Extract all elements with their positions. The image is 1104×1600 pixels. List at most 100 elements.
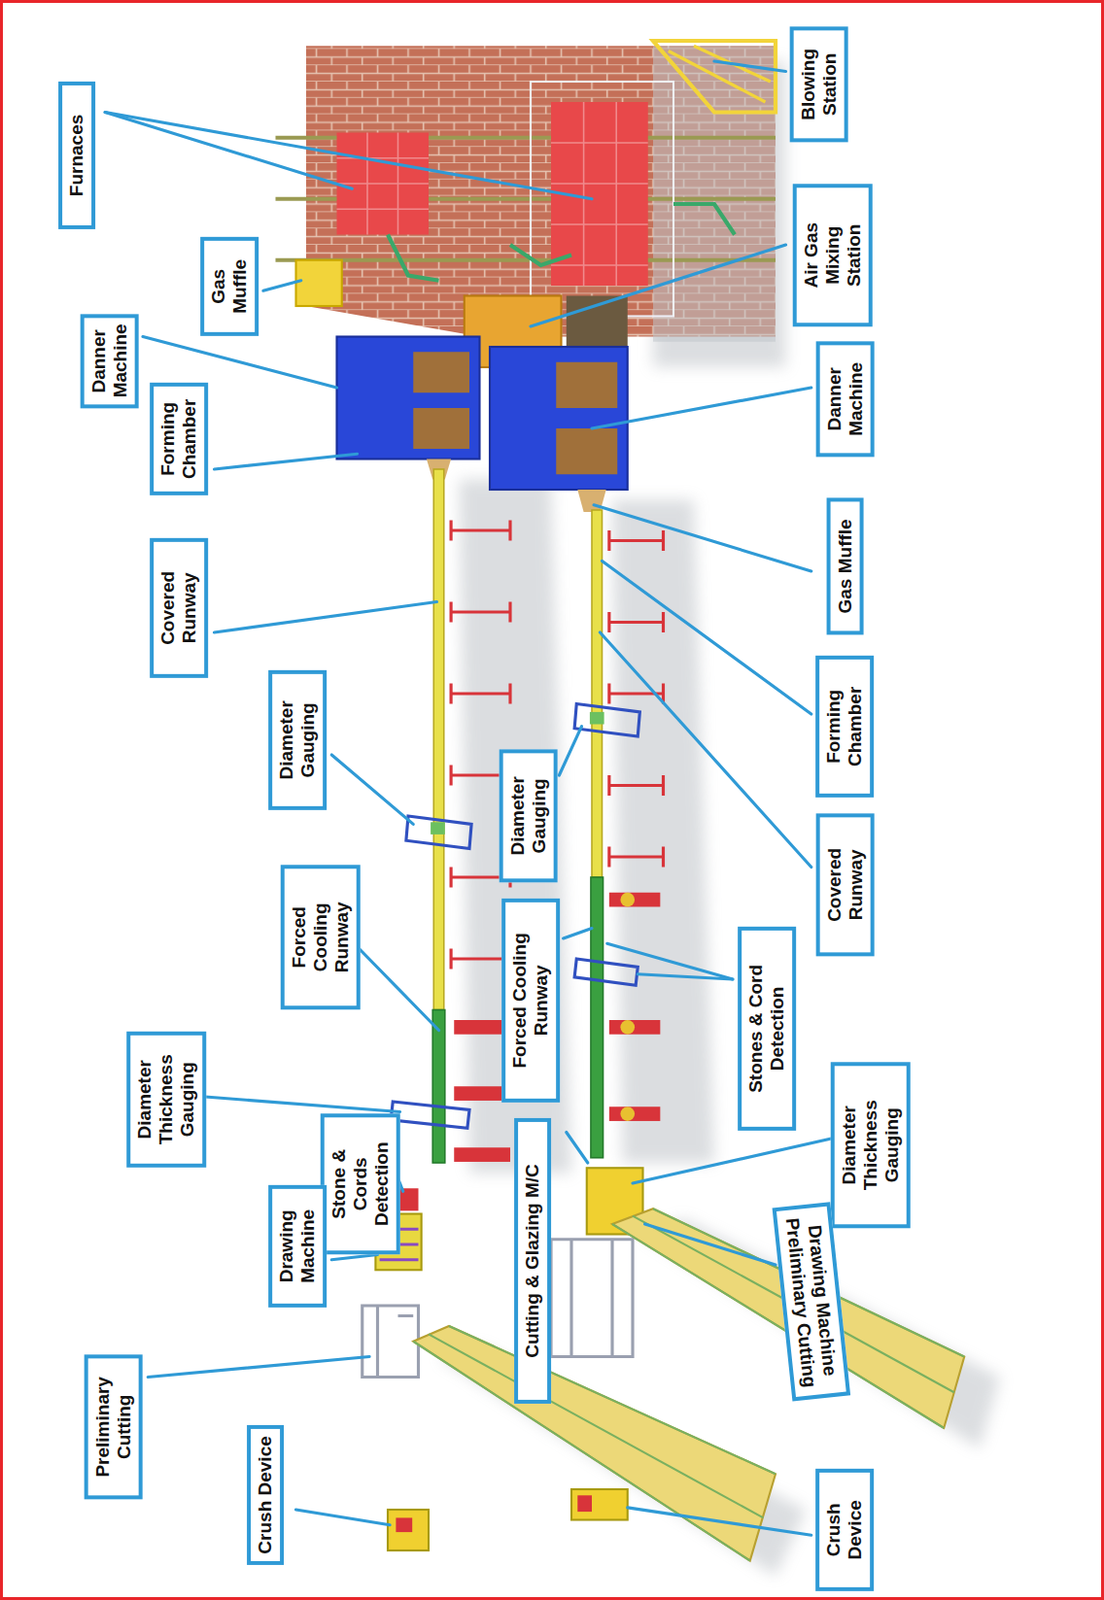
furnace [336,133,429,236]
blowing-truss [668,45,771,103]
leader-line [599,632,811,867]
callout-label: Forced Cooling Runway [288,875,353,1000]
cooling-runway [432,1010,446,1165]
cutting-frame [551,1240,633,1358]
callout-box: Cutting & Glazing M/C [514,1118,552,1405]
callout-box: Stones & Cord Detection [737,926,796,1131]
callout-label: Gas Muffle [207,247,251,326]
callout-label: Drawing Machine [276,1196,319,1298]
runway-shadow [458,479,572,1173]
callout-label: Crush Device [254,1436,276,1555]
leader-line [593,505,812,572]
support [609,530,664,552]
leader-line [213,453,357,470]
building-side [653,45,776,342]
callout-box: Forced Cooling Runway [501,898,560,1104]
leader-line [331,1255,378,1261]
callout-box: Air Gas Mixing Station [793,183,873,327]
leader-line [591,387,812,429]
pipes [387,204,735,281]
leader-line [607,943,733,980]
blowing-station [653,40,776,112]
leader-line [213,602,437,634]
runway [433,469,445,1011]
machine-panel [413,408,470,449]
support [609,612,664,633]
fan-motor [620,1106,635,1122]
callout-box: Crush Device [246,1425,284,1566]
support [450,520,511,542]
callout-box: Diameter Gauging [499,750,558,884]
callout-box: Danner Machine [816,341,875,457]
callout-box: Furnaces [58,81,96,230]
callout-label: Air Gas Mixing Station [800,194,865,316]
cooling-runway [590,877,604,1159]
callout-box: Danner Machine [80,313,139,409]
callout-label: Diameter Thickness Gauging [838,1073,903,1219]
support [609,775,664,796]
leader-line [104,111,592,199]
fan-motor [620,893,635,908]
callout-label: Diameter Gauging [276,681,319,800]
leader-line [558,726,582,776]
callout-label: Diameter Thickness Gauging [134,1042,199,1158]
leader-line [627,1508,812,1536]
callout-label: Forced Cooling Runway [509,909,552,1093]
diameter-gauge [406,816,472,850]
support [609,846,664,867]
stone-detector [574,959,638,986]
callout-box: Diameter Thickness Gauging [830,1063,911,1230]
fan [609,1020,661,1035]
furnace-grid [336,133,429,236]
callout-label: Gas Muffle [833,508,856,624]
callout-label: Cutting & Glazing M/C [521,1129,544,1394]
callout-box: Drawing Machine [268,1185,327,1309]
diameter-gauge [574,703,640,737]
callout-box: Gas Muffle [200,237,259,337]
callout-label: Danner Machine [88,324,132,398]
callout-box: Covered Runway [816,813,875,957]
callout-box: Forming Chamber [149,382,208,496]
callout-box: Stone & Cords Detection [320,1114,401,1256]
leader-line [202,1097,401,1113]
callout-box: Forced Cooling Runway [280,864,361,1010]
crush-device [571,1489,628,1521]
machine-panel [413,351,470,393]
callout-label: Forming Chamber [824,666,867,788]
runway-shadow [612,500,715,1165]
crush-device [387,1510,429,1552]
leader-line [645,1224,776,1266]
callout-box: Crush Device [816,1469,875,1592]
pipe [510,244,572,266]
leader-line [331,755,414,825]
callout-box: Forming Chamber [816,655,875,798]
callout-label: Covered Runway [824,824,867,946]
gas-muffle [296,260,343,307]
gauge-head [430,822,446,835]
fan [609,893,661,908]
leader-line [263,280,302,292]
conveyor [413,1326,776,1562]
callout-label: Stone & Cords Detection [328,1125,393,1245]
gauge-head [589,712,605,725]
callout-label: Blowing Station [796,37,840,133]
callout-box: Covered Runway [149,538,208,679]
callout-label: Danner Machine [824,351,867,447]
callout-label: Stones & Cord Detection [745,936,789,1120]
support [450,602,511,623]
leader-line [563,928,592,939]
conveyor-rails [413,1326,776,1562]
leader-line [602,561,812,715]
furnace-frame [530,81,674,317]
pipe [387,234,440,280]
leader-line [566,1133,588,1165]
callout-label: Diameter Gauging [507,760,551,873]
fan [609,1106,661,1122]
crush-head [577,1495,592,1513]
pipe [673,204,735,236]
cooling-fans [453,893,660,1163]
callout-label: Forming Chamber [157,393,201,485]
callout-label: Crush Device [824,1480,867,1582]
leader-line [530,244,786,327]
